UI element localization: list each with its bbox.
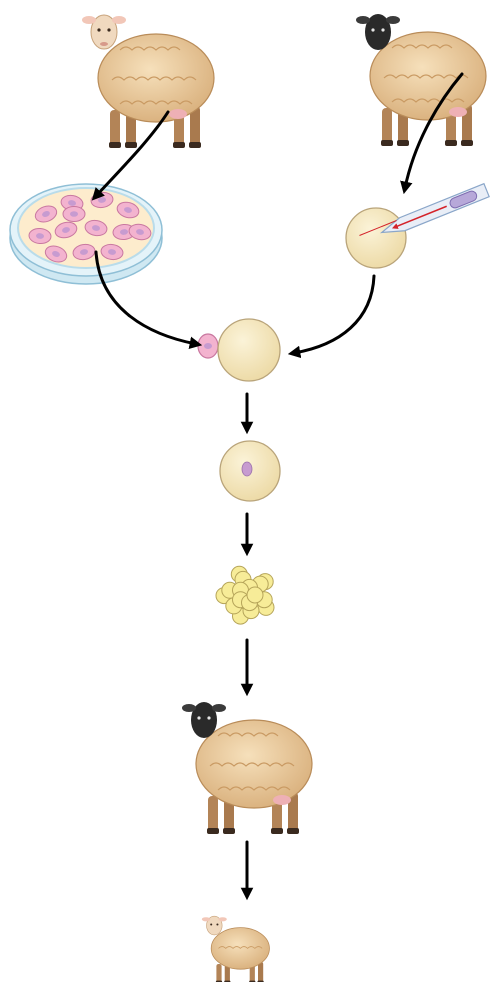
embryo-cluster-icon xyxy=(216,566,274,624)
white-faced-sheep-icon xyxy=(82,15,214,148)
fusion xyxy=(198,319,280,381)
black-faced-sheep-icon xyxy=(182,702,312,834)
enucleation xyxy=(346,184,489,268)
egg-donor-sheep xyxy=(356,14,486,146)
lamb xyxy=(202,916,270,982)
petri-dish-icon xyxy=(10,184,162,284)
egg-cell-icon xyxy=(346,208,406,268)
surrogate-sheep xyxy=(182,702,312,834)
embryo xyxy=(216,566,274,624)
fused-egg xyxy=(220,441,280,501)
embryo-cell xyxy=(247,587,263,603)
black-faced-sheep-icon xyxy=(356,14,486,146)
micropipette-icon xyxy=(379,184,489,239)
egg-with-nucleus-icon xyxy=(220,441,280,501)
lamb-icon xyxy=(202,916,270,982)
donor-sheep xyxy=(82,15,214,148)
cultured-cell xyxy=(63,207,85,222)
egg-and-cell-icon xyxy=(198,319,280,381)
cell-culture xyxy=(10,184,162,284)
arrow-egg-to-fusion xyxy=(294,276,374,353)
